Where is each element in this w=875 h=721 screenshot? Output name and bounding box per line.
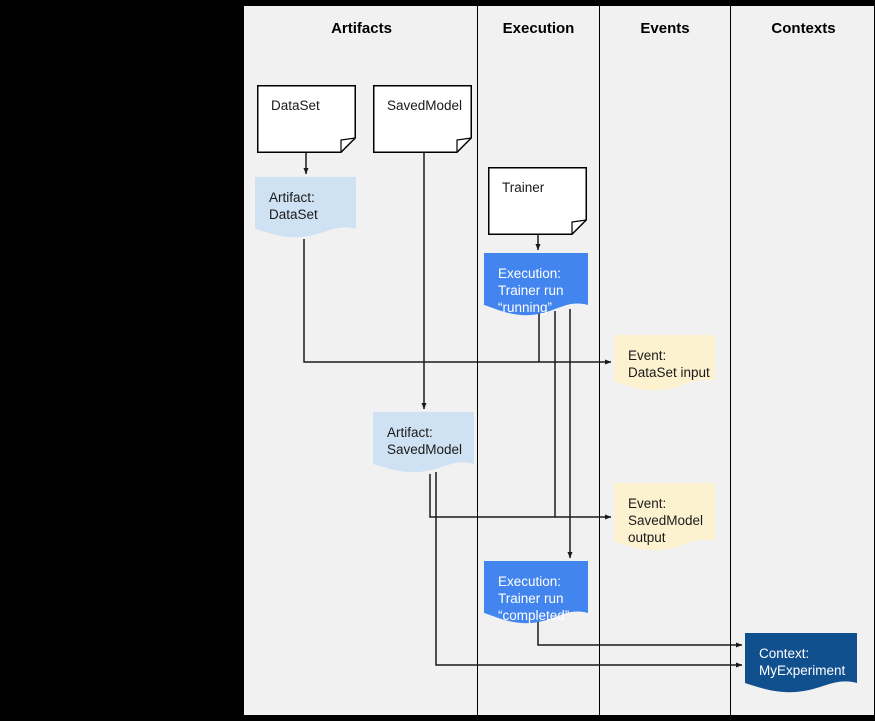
lane-header-contexts: Contexts (771, 20, 836, 37)
node-label: SavedModel (387, 98, 463, 113)
event-wave-shape (614, 335, 715, 391)
node-label: Event: SavedModel output (628, 496, 704, 545)
artifact-wave-shape (373, 412, 474, 473)
node-label: Context: MyExperiment (759, 646, 846, 678)
node-label: Event: DataSet input (628, 348, 710, 380)
lane-header-artifacts: Artifacts (331, 20, 392, 37)
node-label: Execution: Trainer run “running” (498, 266, 564, 315)
node-label: Artifact: DataSet (269, 190, 318, 222)
document-shape (488, 167, 587, 235)
lane-header-events: Events (640, 20, 690, 37)
lane-divider-events-contexts (730, 6, 731, 715)
node-artifact-savedmodel[interactable]: Artifact: SavedModel (373, 412, 474, 474)
node-label: Trainer (502, 180, 545, 195)
connector-artifact-savedmodel-to-context (435, 472, 743, 668)
connector-artifact-savedmodel-to-event (429, 474, 612, 520)
node-execution-running[interactable]: Execution: Trainer run “running” (484, 253, 588, 317)
document-shape (257, 85, 356, 153)
node-label: DataSet (271, 98, 320, 113)
node-document-trainer[interactable]: Trainer (488, 167, 587, 235)
swimlane-diagram: Artifacts Execution Events Contexts (242, 6, 874, 715)
node-document-dataset[interactable]: DataSet (257, 85, 356, 153)
connector-exec-completed-to-context (537, 621, 743, 648)
node-execution-completed[interactable]: Execution: Trainer run “completed” (484, 561, 588, 625)
execution-wave-shape (484, 561, 588, 624)
connector-artifact-dataset-to-event (303, 239, 612, 365)
node-event-dataset-input[interactable]: Event: DataSet input (614, 335, 715, 393)
document-shape (373, 85, 472, 153)
node-label: Execution: Trainer run “completed” (498, 574, 570, 623)
node-artifact-dataset[interactable]: Artifact: DataSet (255, 177, 356, 239)
node-context-myexperiment[interactable]: Context: MyExperiment (745, 633, 857, 695)
context-wave-shape (745, 633, 857, 693)
lane-divider-artifacts-execution (477, 6, 478, 715)
node-label: Artifact: SavedModel (387, 425, 463, 457)
lane-divider-execution-events (599, 6, 600, 715)
execution-wave-shape (484, 253, 588, 316)
node-event-savedmodel-output[interactable]: Event: SavedModel output (614, 483, 715, 553)
artifact-wave-shape (255, 177, 356, 238)
node-document-savedmodel[interactable]: SavedModel (373, 85, 472, 153)
connector-layer (303, 153, 743, 668)
lane-header-execution: Execution (502, 20, 575, 37)
event-wave-shape (614, 483, 715, 551)
